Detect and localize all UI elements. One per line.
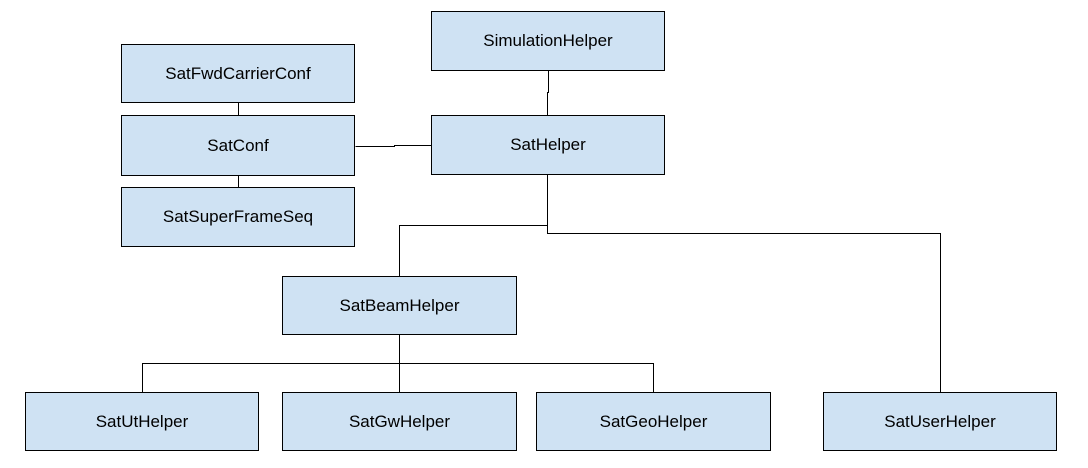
connector-satconf-sathelper bbox=[355, 145, 432, 147]
node-label: SatConf bbox=[207, 135, 269, 155]
node-label: SimulationHelper bbox=[483, 31, 613, 50]
connector-sathelper-satuserhelper bbox=[547, 225, 941, 393]
node-label: SatGeoHelper bbox=[599, 411, 708, 431]
connector-sathelper-satbeamhelper bbox=[399, 174, 548, 277]
node-sat-user-helper: SatUserHelper bbox=[823, 392, 1057, 451]
node-simulation-helper: SimulationHelper bbox=[431, 11, 665, 71]
node-label: SatBeamHelper bbox=[339, 295, 460, 315]
connector-satbeamhelper-branch bbox=[142, 363, 654, 393]
node-sat-super-frame-seq: SatSuperFrameSeq bbox=[121, 187, 355, 247]
connector-simulationhelper-sathelper bbox=[547, 70, 549, 116]
node-sat-helper: SatHelper bbox=[431, 115, 665, 175]
node-sat-ut-helper: SatUtHelper bbox=[25, 392, 259, 451]
node-label: SatUserHelper bbox=[884, 411, 996, 431]
node-label: SatFwdCarrierConf bbox=[165, 63, 311, 83]
node-sat-conf: SatConf bbox=[121, 115, 355, 176]
node-sat-gw-helper: SatGwHelper bbox=[282, 392, 517, 451]
node-sat-fwd-carrier-conf: SatFwdCarrierConf bbox=[121, 44, 355, 103]
node-label: SatUtHelper bbox=[95, 411, 189, 431]
node-sat-beam-helper: SatBeamHelper bbox=[282, 276, 517, 335]
node-label: SatHelper bbox=[510, 135, 586, 154]
node-label: SatSuperFrameSeq bbox=[162, 207, 314, 226]
node-label: SatGwHelper bbox=[348, 411, 451, 431]
node-sat-geo-helper: SatGeoHelper bbox=[536, 392, 771, 451]
